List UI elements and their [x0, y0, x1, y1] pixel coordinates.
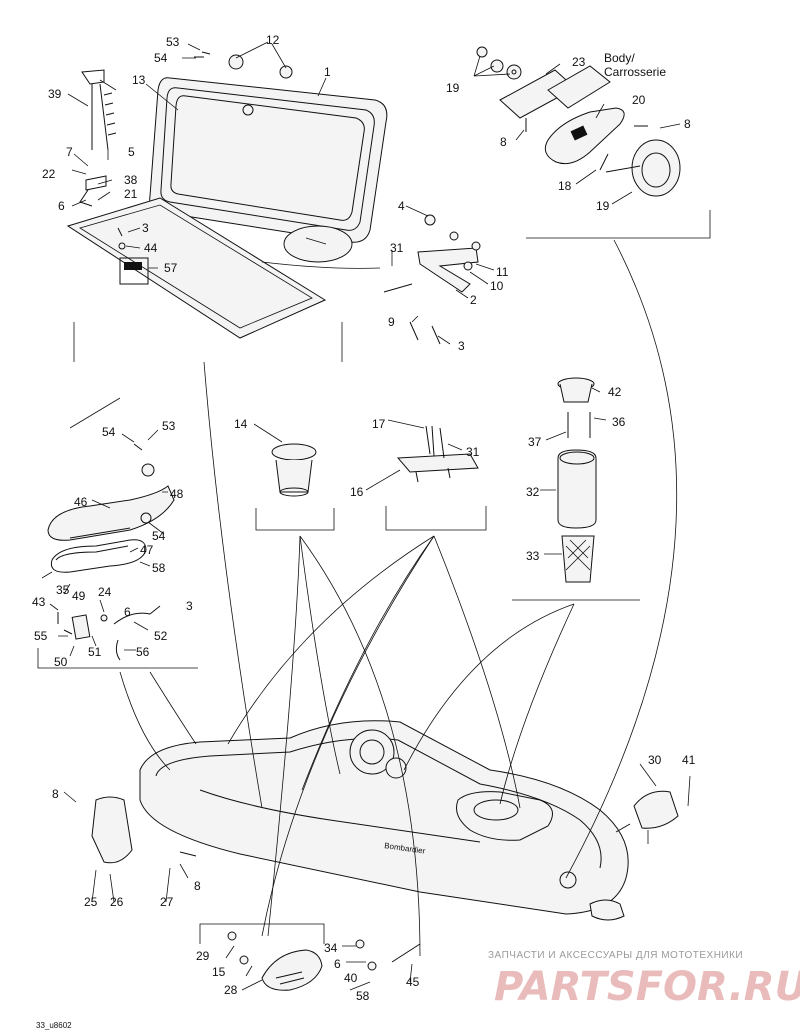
callout-10: 10 [490, 279, 504, 293]
callout-46: 46 [74, 495, 88, 509]
callout-51: 51 [88, 645, 102, 659]
callout-17: 17 [372, 417, 386, 431]
callout-3-c: 3 [186, 599, 193, 613]
callout-27: 27 [160, 895, 174, 909]
callout-14: 14 [234, 417, 248, 431]
callout-52: 52 [154, 629, 168, 643]
callout-32: 32 [526, 485, 540, 499]
callout-58: 58 [152, 561, 166, 575]
callout-16: 16 [350, 485, 364, 499]
callout-23: 23 [572, 55, 586, 69]
body-label-line2: Carrosserie [604, 65, 666, 79]
callout-39: 39 [48, 87, 62, 101]
callout-57: 57 [164, 261, 178, 275]
callout-21: 21 [124, 187, 138, 201]
callout-15: 15 [212, 965, 226, 979]
body-label-line1: Body/ [604, 51, 635, 65]
callout-26: 26 [110, 895, 124, 909]
callout-48: 48 [170, 487, 184, 501]
callout-36: 36 [612, 415, 626, 429]
callout-6: 6 [58, 199, 65, 213]
callout-45: 45 [406, 975, 420, 989]
callout-30: 30 [648, 753, 662, 767]
callout-11: 11 [496, 265, 509, 279]
callout-43: 43 [32, 595, 46, 609]
diagram-code: 33_u8602 [36, 1021, 72, 1030]
callout-40: 40 [344, 971, 358, 985]
callout-44: 44 [144, 241, 158, 255]
callout-2: 2 [470, 293, 477, 307]
watermark-tagline: ЗАПЧАСТИ И АКСЕССУАРЫ ДЛЯ МОТОТЕХНИКИ [488, 950, 743, 961]
bracket-assembly [261, 205, 495, 345]
callout-5: 5 [128, 145, 135, 159]
watermark: ЗАПЧАСТИ И АКСЕССУАРЫ ДЛЯ МОТОТЕХНИКИ PA… [488, 950, 800, 1010]
callout-3: 3 [142, 221, 149, 235]
callout-54-c: 54 [152, 529, 166, 543]
callout-9: 9 [388, 315, 395, 329]
small-parts-group [37, 599, 198, 669]
callout-8: 8 [500, 135, 507, 149]
callout-24: 24 [98, 585, 112, 599]
callout-13: 13 [132, 73, 146, 87]
callout-35: 35 [56, 583, 70, 597]
callout-8-b: 8 [684, 117, 691, 131]
callout-1: 1 [324, 65, 331, 79]
callout-54-b: 54 [102, 425, 116, 439]
callout-4: 4 [398, 199, 405, 213]
watermark-brand: PARTSFOR.RU [494, 964, 800, 1010]
callout-19-b: 19 [596, 199, 610, 213]
callout-38: 38 [124, 173, 138, 187]
body-hardware-assembly [473, 46, 711, 239]
callout-54: 54 [154, 51, 168, 65]
callout-41: 41 [682, 753, 696, 767]
seat-cover-assembly [41, 397, 175, 595]
callout-33: 33 [526, 549, 540, 563]
callout-42: 42 [608, 385, 622, 399]
callout-3-b: 3 [458, 339, 465, 353]
callout-55: 55 [34, 629, 48, 643]
callout-53: 53 [166, 35, 180, 49]
callout-31: 31 [390, 241, 404, 255]
cup-holder-and-cleat [253, 419, 487, 531]
callout-8-c: 8 [52, 787, 59, 801]
hull-assembly: Bombardier [63, 720, 691, 991]
callout-37: 37 [528, 435, 542, 449]
callout-31-b: 31 [466, 445, 480, 459]
glove-box-insert [512, 377, 640, 601]
callout-19: 19 [446, 81, 460, 95]
callout-7: 7 [66, 145, 73, 159]
callout-labels: 53 54 12 1 13 39 5 7 22 38 21 6 3 44 57 … [32, 33, 696, 1030]
callout-49: 49 [72, 589, 86, 603]
callout-18: 18 [558, 179, 572, 193]
callout-28: 28 [224, 983, 238, 997]
callout-34: 34 [324, 941, 338, 955]
callout-20: 20 [632, 93, 646, 107]
leader-curves [119, 239, 678, 957]
callout-22: 22 [42, 167, 56, 181]
callout-25: 25 [84, 895, 98, 909]
callout-56: 56 [136, 645, 150, 659]
callout-8-d: 8 [194, 879, 201, 893]
callout-6-c: 6 [334, 957, 341, 971]
storage-lid-assembly [66, 41, 388, 362]
callout-50: 50 [54, 655, 68, 669]
callout-12: 12 [266, 33, 280, 47]
callout-58-b: 58 [356, 989, 370, 1003]
callout-29: 29 [196, 949, 210, 963]
callout-6-b: 6 [124, 605, 131, 619]
callout-53-b: 53 [162, 419, 176, 433]
callout-47: 47 [140, 543, 154, 557]
